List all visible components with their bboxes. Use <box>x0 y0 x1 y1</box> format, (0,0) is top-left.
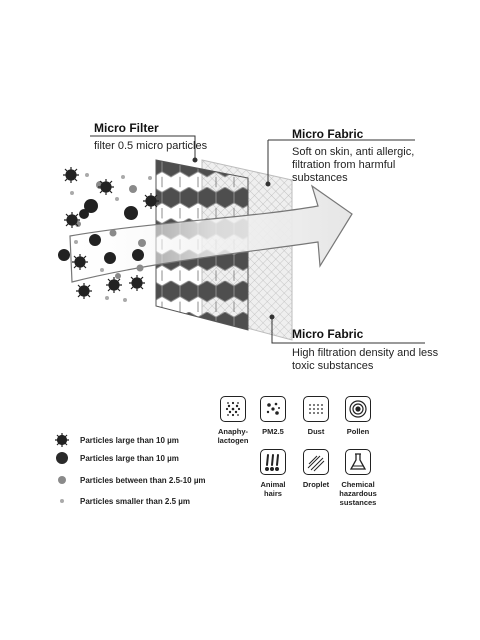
small-dot-icon <box>60 499 64 503</box>
micro-fabric-bottom-title: Micro Fabric <box>292 327 364 341</box>
particle-dark <box>124 206 138 220</box>
particle-grey <box>129 185 137 193</box>
particle-small <box>100 268 104 272</box>
particle-cloud-small <box>70 173 152 302</box>
particle-small <box>105 296 109 300</box>
particle-small <box>115 197 119 201</box>
medium-grey-dot-icon <box>58 476 66 484</box>
pm25-icon <box>260 396 286 422</box>
legend-item-1: Particles large than 10 µm <box>80 436 179 445</box>
particle-dark <box>132 249 144 261</box>
filter-illustration <box>58 135 425 344</box>
leader-lines <box>90 135 425 344</box>
particle-grey <box>138 239 146 247</box>
particle-grey <box>115 273 121 279</box>
pollen-icon <box>345 396 371 422</box>
micro-filter-title: Micro Filter <box>94 121 159 135</box>
particle-dark <box>79 209 89 219</box>
droplet-icon <box>303 449 329 475</box>
particle-small <box>85 173 89 177</box>
particle-grey <box>136 264 144 272</box>
legend-icons <box>55 433 69 503</box>
particle-dark <box>89 234 101 246</box>
large-dark-dot-icon <box>56 452 68 464</box>
dust-label: Dust <box>307 427 325 436</box>
micro-fabric-top-desc: Soft on skin, anti allergic, filtration … <box>292 146 415 184</box>
particle-small <box>70 191 74 195</box>
animal-hairs-icon <box>260 449 286 475</box>
chemical-icon <box>345 449 371 475</box>
pollen-label: Pollen <box>346 427 370 436</box>
particle-dark <box>104 252 116 264</box>
virus-particle-icon <box>55 433 69 447</box>
micro-fabric-bottom-desc: High filtration density and less toxic s… <box>292 347 439 372</box>
droplet-label: Droplet <box>302 480 330 489</box>
micro-filter-desc: filter 0.5 micro particles <box>94 140 208 152</box>
legend-item-2: Particles large than 10 µm <box>80 454 179 463</box>
legend-item-3: Particles between than 2.5-10 µm <box>80 476 206 485</box>
particle-small <box>148 176 152 180</box>
anaphylactogen-label: Anaphy-lactogen <box>217 427 249 445</box>
legend-item-4: Particles smaller than 2.5 µm <box>80 497 190 506</box>
particle-dark <box>58 249 70 261</box>
particle-small <box>123 298 127 302</box>
anaphylactogen-icon <box>220 396 246 422</box>
pm25-label: PM2.5 <box>262 427 284 436</box>
micro-fabric-top-title: Micro Fabric <box>292 127 364 141</box>
particle-dark <box>84 199 98 213</box>
dust-icon <box>303 396 329 422</box>
particle-small <box>74 240 78 244</box>
particle-small <box>121 175 125 179</box>
particle-cloud <box>58 199 144 264</box>
particle-grey <box>109 229 117 237</box>
virus-particles <box>63 167 159 299</box>
